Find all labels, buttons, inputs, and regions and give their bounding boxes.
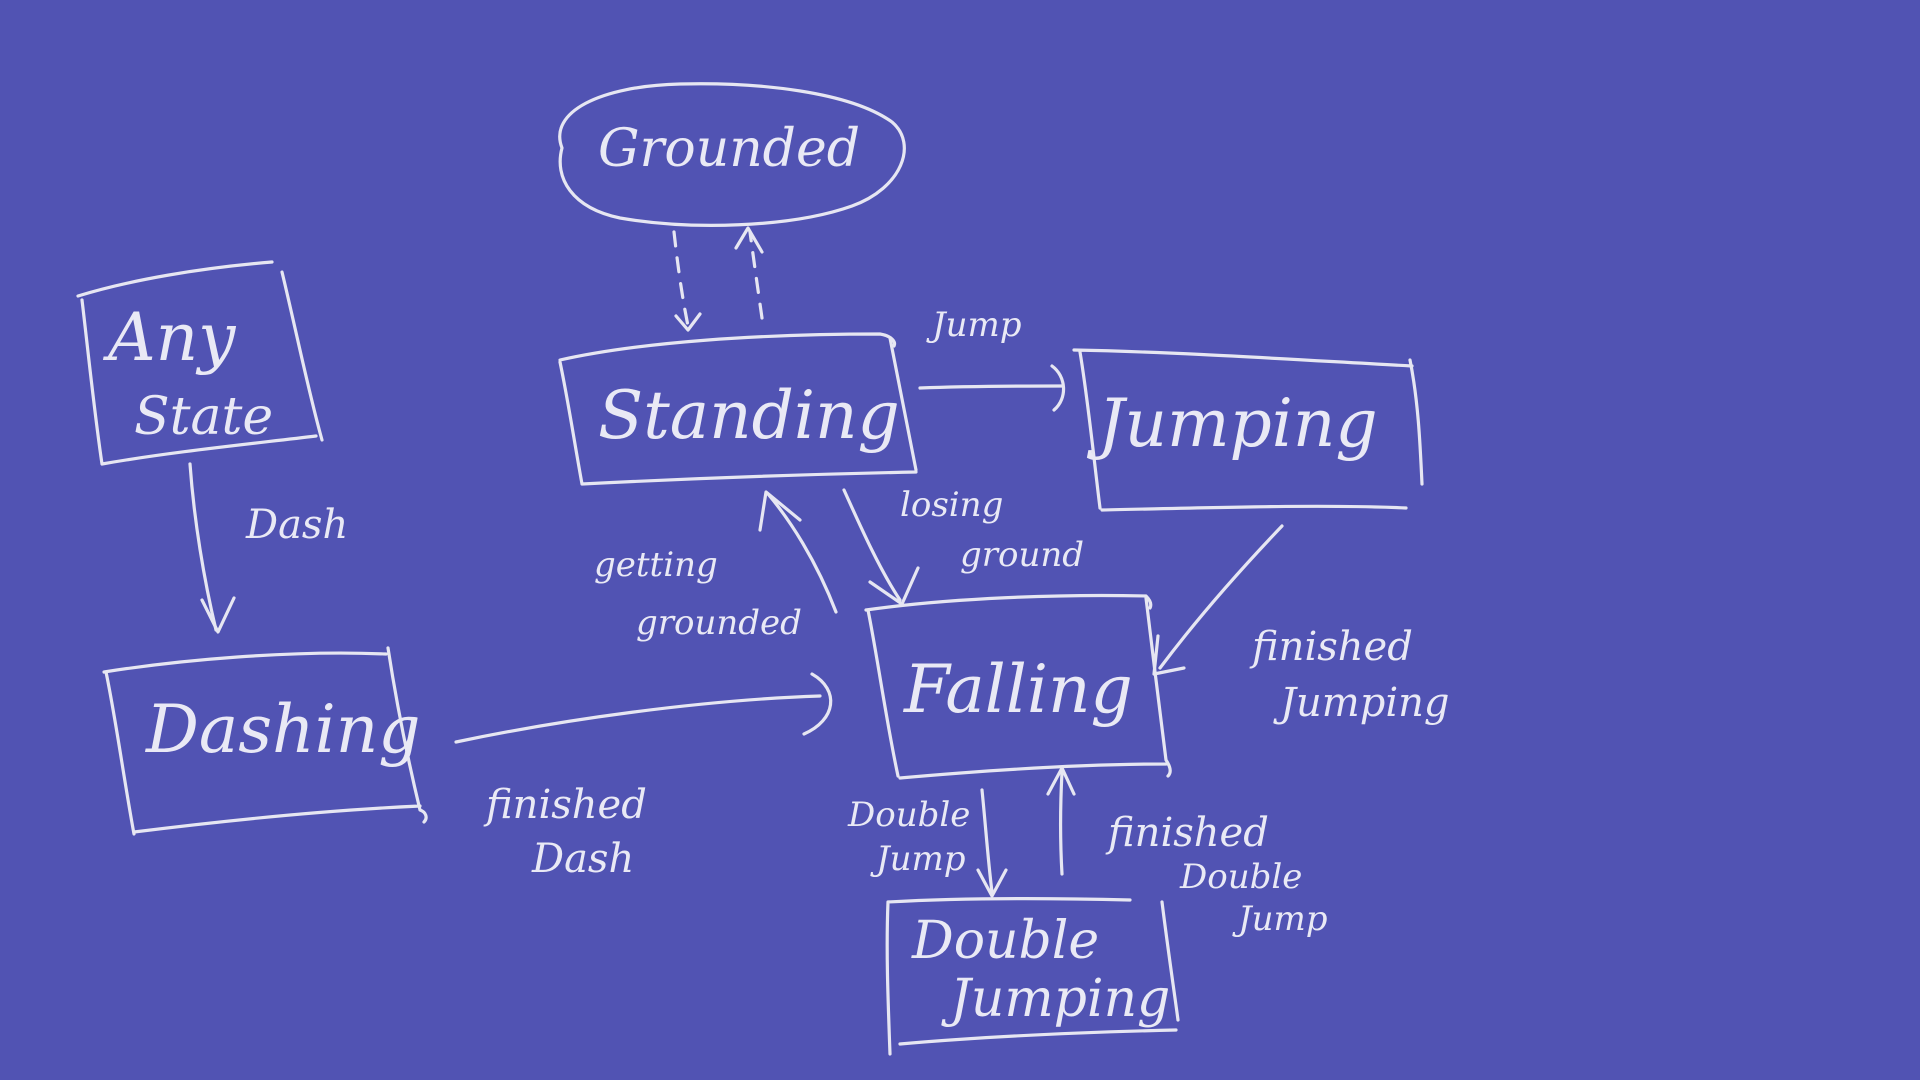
edge-grounded-to-standing-arrowhead (674, 312, 702, 332)
edge-dash-line (188, 462, 218, 632)
edge-finished-jumping-arrowhead (1152, 634, 1186, 676)
edge-losing-ground-line2: ground (960, 535, 1084, 575)
edge-jump-label: Jump (926, 305, 1022, 345)
node-dashing-label: Dashing (145, 691, 421, 768)
node-any-state-line1: Any (102, 299, 236, 376)
edge-finished-dash: finished Dash (454, 672, 833, 882)
edge-finished-double-jump-line2: Double (1179, 857, 1302, 897)
edge-jump-line (918, 384, 1064, 390)
node-grounded: Grounded (558, 82, 906, 227)
node-falling-label: Falling (903, 651, 1133, 728)
node-jumping-outline (1072, 348, 1424, 512)
edge-dash-arrowhead (200, 596, 236, 634)
edge-jump: Jump (918, 305, 1066, 412)
edge-finished-jumping: finished Jumping (1152, 524, 1450, 726)
edge-finished-dash-arrowhead (802, 672, 833, 736)
edge-finished-dash-line2: Dash (531, 836, 634, 882)
edge-finished-double-jump-line3: Jump (1232, 899, 1328, 939)
node-grounded-label: Grounded (598, 119, 860, 179)
node-falling: Falling (864, 593, 1172, 780)
node-dashing: Dashing (102, 646, 428, 836)
node-any-state: Any State (76, 260, 324, 466)
edge-grounded-standing (672, 226, 764, 332)
node-any-state-line2: State (134, 387, 273, 447)
edge-losing-ground-line1: losing (900, 485, 1003, 525)
node-any-state-outline (76, 260, 324, 466)
edge-losing-ground: losing ground (842, 485, 1084, 606)
node-standing: Standing (558, 332, 918, 486)
node-standing-outline (558, 332, 918, 486)
node-double-jumping: Double Jumping (885, 897, 1180, 1056)
node-double-jumping-line2: Jumping (941, 969, 1170, 1029)
edge-double-jump: Double Jump (847, 788, 1008, 898)
node-dashing-outline (102, 646, 428, 836)
edge-getting-grounded-line1: getting (594, 545, 718, 585)
edge-getting-grounded: getting grounded (594, 490, 838, 643)
edge-finished-double-jump-line1: finished (1105, 810, 1269, 856)
edge-finished-dash-line1: finished (483, 782, 647, 828)
edge-dash-label: Dash (245, 502, 348, 548)
edge-finished-jumping-line (1158, 524, 1284, 670)
node-double-jumping-outline (885, 897, 1180, 1056)
edge-dash: Dash (188, 462, 348, 634)
node-falling-outline (864, 593, 1172, 780)
node-grounded-outline (558, 82, 906, 227)
edge-jump-arrowhead (1050, 364, 1066, 412)
edge-finished-double-jump-line (1058, 770, 1064, 876)
edge-grounded-to-standing-line (672, 230, 690, 328)
edge-double-jump-line (980, 788, 994, 894)
edge-getting-grounded-line (766, 492, 838, 614)
edge-standing-to-grounded-arrowhead (734, 226, 764, 254)
edge-finished-dash-line (454, 694, 822, 744)
edge-double-jump-line1: Double (847, 795, 970, 835)
edge-finished-double-jump-arrowhead (1046, 766, 1076, 796)
node-standing-label: Standing (598, 377, 900, 454)
node-double-jumping-line1: Double (911, 911, 1099, 971)
edge-getting-grounded-line2: grounded (636, 603, 802, 643)
edge-losing-ground-line (842, 488, 902, 602)
node-jumping-label: Jumping (1086, 385, 1378, 462)
edge-double-jump-arrowhead (976, 868, 1008, 898)
edge-losing-ground-arrowhead (868, 566, 920, 606)
edge-standing-to-grounded-line (748, 230, 764, 320)
edge-finished-jumping-line2: Jumping (1273, 680, 1450, 726)
edge-double-jump-line2: Jump (870, 839, 966, 879)
edge-getting-grounded-arrowhead (758, 490, 802, 532)
node-jumping: Jumping (1072, 348, 1424, 512)
edge-finished-jumping-line1: finished (1249, 624, 1413, 670)
edge-finished-double-jump: finished Double Jump (1046, 766, 1328, 939)
